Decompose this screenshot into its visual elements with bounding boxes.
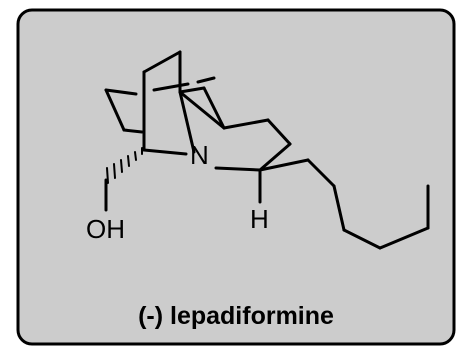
panel-frame (16, 8, 456, 346)
hydroxyl-group-label: OH (86, 214, 125, 244)
nitrogen-atom-label: N (190, 140, 209, 170)
hydrogen-atom-label: H (250, 204, 269, 234)
molecule-card: N OH H (-) lepadiformine (2, 2, 462, 350)
bond-skeleton (104, 50, 430, 250)
hashed-wedge-bond (106, 147, 143, 184)
structure-drawing: N OH H (-) lepadiformine (16, 8, 456, 346)
molecule-name-caption: (-) lepadiformine (138, 302, 334, 330)
